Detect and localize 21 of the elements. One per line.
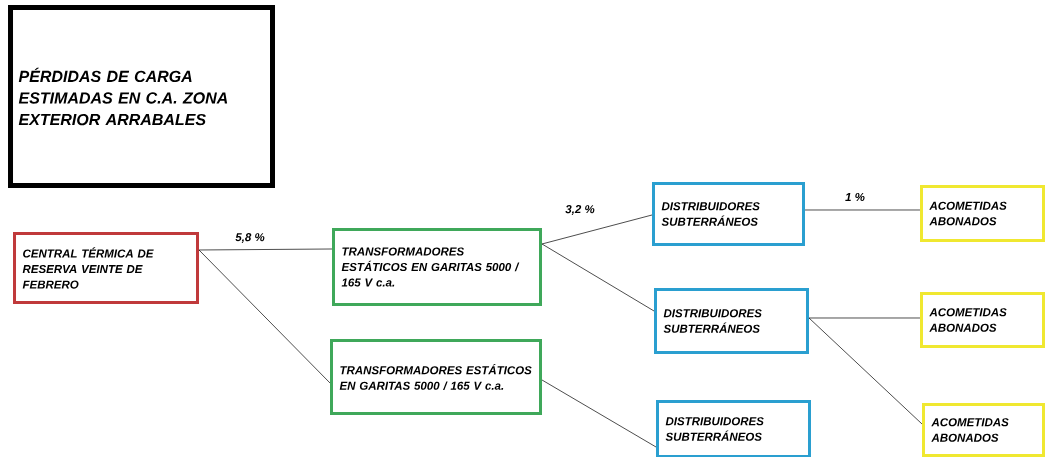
process-box: DISTRIBUIDORES SUBTERRÁNEOS xyxy=(656,400,811,457)
process-box: DISTRIBUIDORES SUBTERRÁNEOS xyxy=(652,182,805,246)
process-box: TRANSFORMADORES ESTÁTICOS EN GARITAS 5000 / 165 V c.a. xyxy=(332,228,542,306)
connector-line xyxy=(541,243,655,312)
connector-line xyxy=(804,209,921,211)
process-box: CENTRAL TÉRMICA DE RESERVA VEINTE DE FEBRERO xyxy=(13,232,199,304)
connector-line xyxy=(541,379,657,448)
edge-label: 1 % xyxy=(845,192,865,201)
process-box: TRANSFORMADORES ESTÁTICOS EN GARITAS 5000 / 165 V c.a. xyxy=(330,339,542,415)
process-box: ACOMETIDAS ABONADOS xyxy=(920,292,1045,348)
connector-line xyxy=(808,317,923,425)
process-box: DISTRIBUIDORES SUBTERRÁNEOS xyxy=(654,288,809,354)
edge-label: 5,8 % xyxy=(235,233,265,243)
process-box: ACOMETIDAS ABONADOS xyxy=(922,403,1045,457)
connector-line xyxy=(808,317,921,319)
connector-line xyxy=(541,214,653,245)
process-box: ACOMETIDAS ABONADOS xyxy=(920,185,1045,242)
connector-line xyxy=(198,249,331,384)
title-box: PÉRDIDAS DE CARGA ESTIMADAS EN C.A. ZONA EXTERIOR ARRABALES xyxy=(8,5,275,188)
connector-line xyxy=(198,248,333,251)
edge-label: 3,2 % xyxy=(565,205,595,215)
